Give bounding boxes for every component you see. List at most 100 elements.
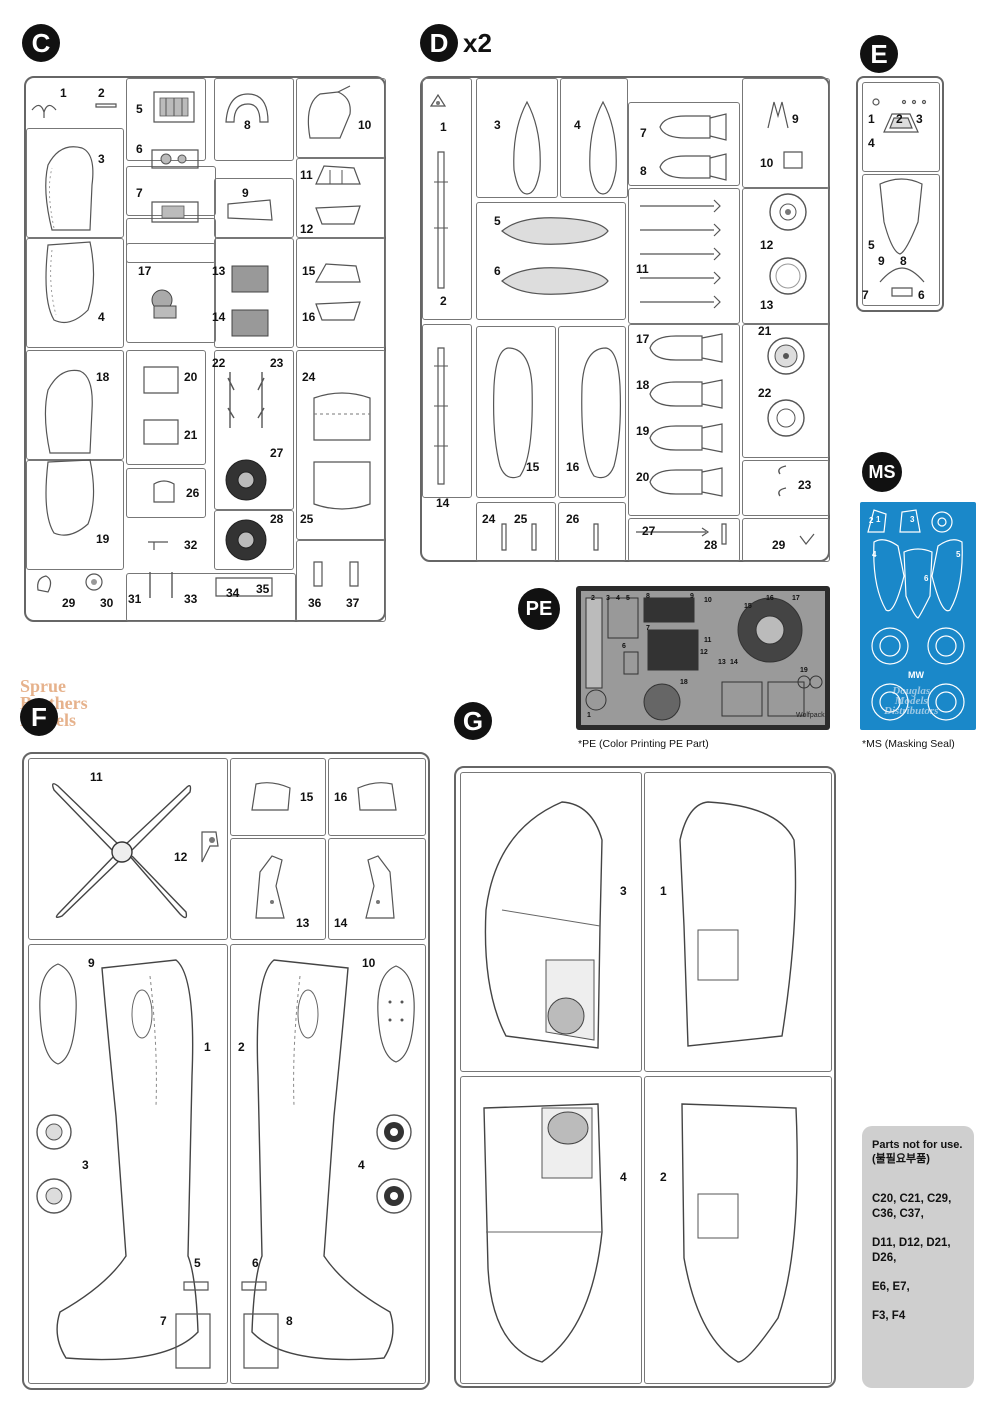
pe-label-4: 4 [616,595,620,602]
pe-label-18: 18 [680,679,688,686]
sprue-e-badge: E [860,35,898,73]
f-part-15 [250,778,296,814]
d-label-5: 5 [494,214,501,228]
d-part-13-wheel [768,256,808,296]
c-label-11: 11 [300,168,313,182]
pe-label-15: 15 [744,603,752,610]
pe-label-10: 10 [704,597,712,604]
d-label-7: 7 [640,126,647,140]
d-label-10: 10 [760,156,774,170]
c-part-17 [146,282,186,322]
f-label-14: 14 [334,916,348,930]
pe-caption: *PE (Color Printing PE Part) [578,738,709,750]
d-parts-24-29 [496,516,826,556]
sprue-d-frame [420,76,830,562]
c-label-23: 23 [270,356,284,370]
d-label-20: 20 [636,470,650,484]
c-part-6 [148,144,208,174]
ms-label-6: 6 [924,574,929,583]
d-part-7-bomb [656,112,736,142]
c-label-8: 8 [244,118,251,132]
d-label-17: 17 [636,332,650,346]
unused-parts-f: F3, F4 [872,1310,906,1322]
d-label-18: 18 [636,378,650,392]
d-part-6-tank [500,264,610,298]
d-label-14: 14 [436,496,450,510]
d-label-28: 28 [704,538,718,552]
f-part-16 [352,778,398,814]
d-part-22-wheel [766,398,806,438]
c-part-15 [314,260,364,286]
c-part-26 [152,478,176,504]
g-part-2-wing [678,1098,802,1366]
d-parts-17-20-bombs [646,328,732,504]
d-label-26: 26 [566,512,580,526]
f-label-10: 10 [362,956,376,970]
c-part-29-30 [32,570,112,600]
e-label-3: 3 [916,112,923,126]
e-label-4: 4 [868,136,875,150]
d-label-27: 27 [642,524,656,538]
c-label-19: 19 [96,532,110,546]
pe-label-16: 16 [766,595,774,602]
c-part-1-2 [30,92,120,122]
c-part-12 [314,202,364,228]
parts-not-for-use-subtitle: (불필요부품) [872,1153,930,1165]
f-label-9: 9 [88,956,95,970]
ms-mark: MW [908,670,924,680]
c-part-5-cockpit [148,88,208,128]
d-part-9 [764,98,794,132]
c-part-24 [312,388,372,444]
f-part-2-fuselage [244,956,404,1370]
c-label-9: 9 [242,186,249,200]
sprue-f-badge: F [20,698,58,736]
sprue-f-frame [22,752,430,1390]
pe-brand: Wolfpack [796,712,825,719]
sprue-c-badge: C [22,24,60,62]
c-part-22-23 [222,368,272,434]
f-label-11: 11 [90,770,103,784]
d-label-9: 9 [792,112,799,126]
d-label-8: 8 [640,164,647,178]
e-label-9: 9 [878,254,885,268]
c-label-30: 30 [100,596,114,610]
d-part-1 [428,92,448,112]
c-label-36: 36 [308,596,322,610]
ms-masks [864,506,972,726]
d-label-2: 2 [440,294,447,308]
ms-label-5: 5 [956,550,961,559]
d-label-12: 12 [760,238,774,252]
pe-parts [582,592,824,724]
g-label-2: 2 [660,1170,667,1184]
f-label-4: 4 [358,1158,365,1172]
pe-label-14: 14 [730,659,738,666]
pe-label-3: 3 [606,595,610,602]
f-label-13: 13 [296,916,310,930]
e-label-2: 2 [896,112,903,126]
d-label-25: 25 [514,512,528,526]
c-part-25 [312,458,372,514]
pe-label-19: 19 [800,667,808,674]
c-part-19-wing [40,458,100,543]
e-parts [862,92,942,304]
c-label-14: 14 [212,310,226,324]
e-label-6: 6 [918,288,925,302]
d-label-3: 3 [494,118,501,132]
f-part-13 [250,852,290,922]
d-part-2-rail [432,150,452,290]
ms-label-4: 4 [872,550,877,559]
ms-label-3: 3 [910,515,915,524]
f-part-10-canopy [374,964,418,1064]
c-label-12: 12 [300,222,314,236]
g-part-3-wing [482,800,606,1048]
g-label-4: 4 [620,1170,627,1184]
c-part-27-engine [224,458,268,502]
pe-badge: PE [518,588,560,630]
d-label-19: 19 [636,424,650,438]
d-part-5-tank [500,214,610,248]
c-part-11 [314,162,364,188]
c-label-27: 27 [270,446,284,460]
c-label-2: 2 [98,86,105,100]
c-label-16: 16 [302,310,316,324]
pe-label-11: 11 [704,637,712,644]
